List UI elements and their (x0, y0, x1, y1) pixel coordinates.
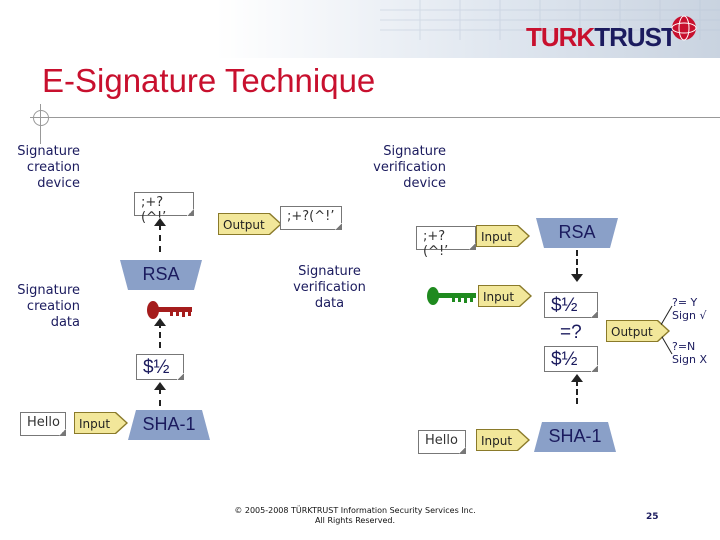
message-document-left: Hello (20, 412, 66, 436)
brand-logo: TURKTRUST (526, 22, 677, 52)
dashed-connector (576, 380, 578, 404)
hash-document-left: $½ (136, 354, 184, 380)
globe-icon (671, 15, 697, 41)
signature-document-right: ;+?(^!’ (416, 226, 476, 259)
arrow-up-icon (571, 374, 583, 382)
title-divider (30, 117, 720, 118)
compare-operator: =? (560, 322, 582, 343)
dashed-connector (159, 224, 161, 252)
input-arrow: Input (476, 429, 530, 451)
output-arrow: Output (606, 320, 670, 342)
arrow-up-icon (154, 382, 166, 390)
page-number: 25 (646, 512, 659, 522)
dashed-connector (159, 322, 161, 348)
signature-document-left: ;+?(^!’ (134, 192, 194, 225)
dashed-connector (576, 250, 578, 274)
sha-block-left (128, 410, 210, 440)
sig-verification-data-label: Signature verification data (293, 264, 366, 311)
hash-document-right-bottom: $½ (544, 346, 598, 372)
sha-label-left: SHA-1 (142, 414, 196, 434)
sig-creation-data-label: Signature creation data (17, 283, 80, 330)
input-arrow: Input (476, 225, 530, 247)
page-title: E-Signature Technique (42, 62, 376, 99)
arrow-up-icon (154, 318, 166, 326)
result-no: ?=N Sign X (672, 340, 708, 366)
dashed-connector (159, 388, 161, 406)
arrow-down-icon (571, 274, 583, 282)
input-arrow: Input (478, 285, 532, 307)
sha-label-right: SHA-1 (548, 426, 602, 446)
input-arrow: Input (74, 412, 128, 434)
signature-document-mid: ;+?(^!’ (280, 206, 342, 230)
result-yes: ?= Y Sign √ (672, 296, 707, 322)
public-key-icon (427, 287, 476, 305)
sha-block-right (534, 422, 616, 452)
rsa-label-right: RSA (558, 222, 596, 242)
output-arrow: Output (218, 213, 282, 235)
rsa-label-left: RSA (142, 264, 180, 284)
arrow-up-icon (154, 218, 166, 226)
crosshair-ornament (33, 110, 49, 126)
header-band (0, 0, 720, 58)
sig-creation-device-label: Signature creation device (17, 144, 80, 191)
rsa-block-right (536, 218, 618, 248)
hash-document-right-top: $½ (544, 292, 598, 318)
footer-copyright: © 2005-2008 TÜRKTRUST Information Securi… (234, 506, 476, 525)
sig-verification-device-label: Signature verification device (373, 144, 446, 191)
header-grid (380, 0, 720, 40)
rsa-block-left (120, 260, 202, 290)
message-document-right: Hello (418, 430, 466, 454)
private-key-icon (147, 301, 192, 319)
